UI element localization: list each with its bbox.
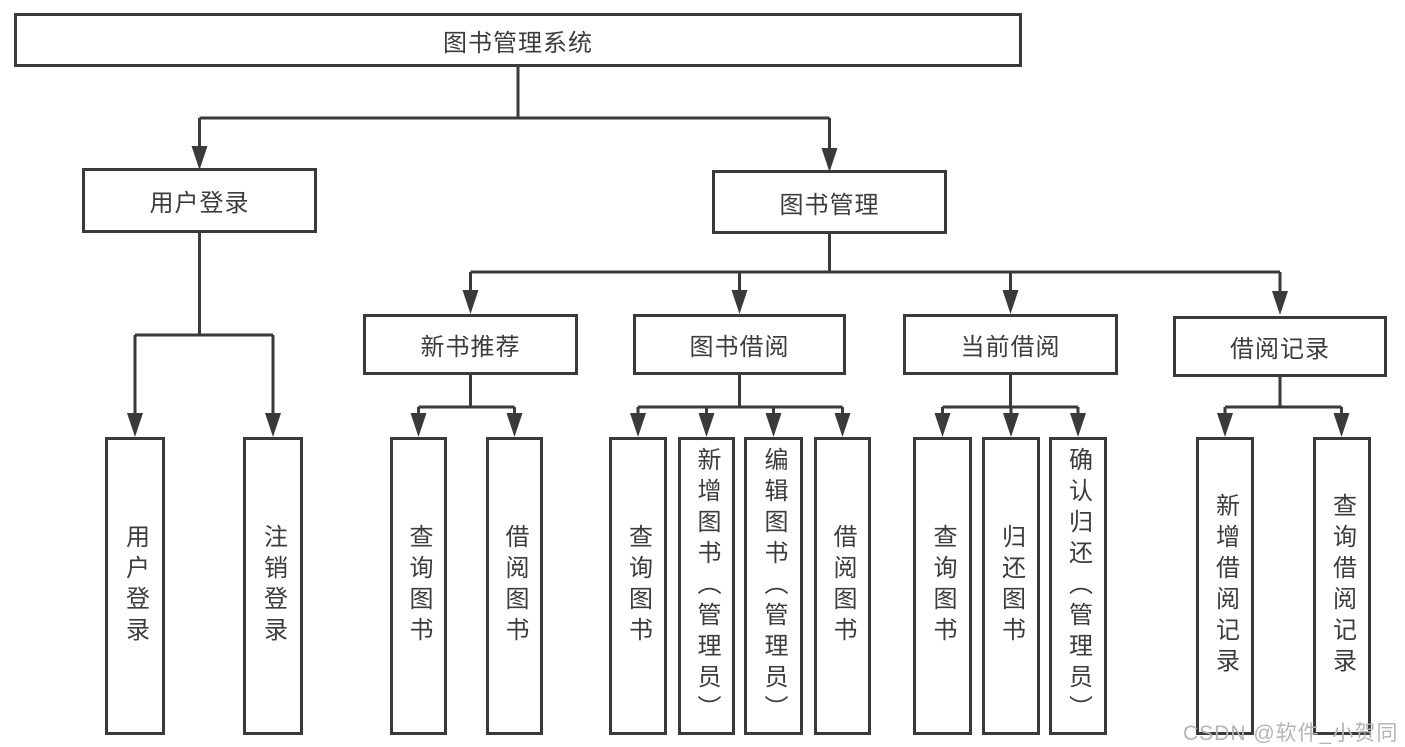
- arrow-down-icon: [127, 413, 143, 437]
- connector-root-to-level2: [198, 67, 831, 152]
- arrow-down-icon: [506, 413, 523, 437]
- arrow-down-icon: [462, 290, 479, 314]
- leaf-borrow-books-recommend-label: 借阅图书: [501, 524, 528, 648]
- leaf-query-books-recommend-label: 查询图书: [405, 524, 432, 648]
- leaf-query-borrow-record: 查询借阅记录: [1313, 437, 1371, 735]
- node-book-borrow-label: 图书借阅: [689, 334, 790, 361]
- leaf-add-book-admin: 新增图书（管理员）: [678, 437, 735, 735]
- node-current-borrow-label: 当前借阅: [960, 334, 1061, 361]
- node-borrow-records-label: 借阅记录: [1230, 336, 1330, 363]
- leaf-add-borrow-record: 新增借阅记录: [1196, 437, 1254, 735]
- node-book-management-label: 图书管理: [779, 191, 880, 219]
- connector-current-borrow-to-leaves: [941, 375, 1080, 419]
- leaf-edit-book-admin: 编辑图书（管理员）: [744, 437, 803, 735]
- leaf-query-books-borrow: 查询图书: [609, 437, 667, 735]
- node-root: 图书管理系统: [14, 13, 1022, 67]
- arrow-down-icon: [191, 146, 208, 170]
- node-new-book-recommend: 新书推荐: [363, 314, 578, 375]
- leaf-query-books-current-label: 查询图书: [929, 524, 956, 648]
- arrow-down-icon: [821, 148, 838, 172]
- node-current-borrow: 当前借阅: [903, 314, 1118, 375]
- arrow-down-icon: [731, 290, 748, 314]
- node-user-login: 用户登录: [82, 168, 317, 233]
- node-borrow-records: 借阅记录: [1173, 316, 1387, 377]
- leaf-borrow-books-recommend: 借阅图书: [486, 437, 543, 735]
- arrow-down-icon: [1003, 413, 1019, 437]
- leaf-borrow-books-label: 借阅图书: [829, 524, 856, 648]
- connector-new-books-to-leaves: [417, 375, 516, 419]
- arrow-down-icon: [765, 413, 782, 437]
- leaf-confirm-return-admin-label: 确认归还（管理员）: [1064, 446, 1092, 726]
- leaf-logout-label: 注销登录: [259, 524, 287, 648]
- leaf-confirm-return-admin: 确认归还（管理员）: [1049, 437, 1107, 735]
- connector-borrow-records-to-leaves: [1223, 377, 1343, 419]
- arrow-down-icon: [834, 413, 851, 437]
- leaf-logout: 注销登录: [243, 437, 303, 735]
- node-user-login-label: 用户登录: [149, 190, 250, 217]
- leaf-edit-book-admin-label: 编辑图书（管理员）: [760, 446, 787, 726]
- connector-book-borrow-to-leaves: [636, 375, 844, 419]
- node-new-book-recommend-label: 新书推荐: [420, 334, 521, 361]
- arrow-down-icon: [630, 413, 646, 437]
- arrow-down-icon: [1333, 413, 1350, 437]
- leaf-user-login-label: 用户登录: [121, 524, 149, 648]
- leaf-query-books-recommend: 查询图书: [390, 437, 447, 735]
- connector-user-login-to-leaves: [133, 233, 275, 419]
- leaf-query-books-borrow-label: 查询图书: [624, 524, 652, 648]
- leaf-user-login: 用户登录: [105, 437, 165, 735]
- connector-book-mgmt-to-level3: [469, 234, 1282, 296]
- leaf-return-book-label: 归还图书: [997, 524, 1025, 648]
- leaf-return-book: 归还图书: [982, 437, 1040, 735]
- arrow-down-icon: [934, 413, 951, 437]
- arrow-down-icon: [1002, 290, 1019, 314]
- arrow-down-icon: [1272, 291, 1288, 315]
- arrow-down-icon: [265, 413, 281, 437]
- leaf-add-borrow-record-label: 新增借阅记录: [1211, 493, 1239, 679]
- leaf-borrow-books: 借阅图书: [814, 437, 871, 735]
- leaf-add-book-admin-label: 新增图书（管理员）: [693, 446, 720, 726]
- leaf-query-books-current: 查询图书: [913, 437, 972, 735]
- arrow-down-icon: [698, 413, 715, 437]
- leaf-query-borrow-record-label: 查询借阅记录: [1328, 493, 1356, 679]
- node-book-borrow: 图书借阅: [633, 314, 846, 375]
- csdn-watermark: CSDN @软件_小贺同学: [1183, 722, 1399, 745]
- arrow-down-icon: [1217, 413, 1233, 437]
- arrow-down-icon: [410, 413, 427, 437]
- node-root-label: 图书管理系统: [443, 29, 593, 57]
- arrow-down-icon: [1070, 413, 1086, 437]
- node-book-management: 图书管理: [712, 170, 947, 234]
